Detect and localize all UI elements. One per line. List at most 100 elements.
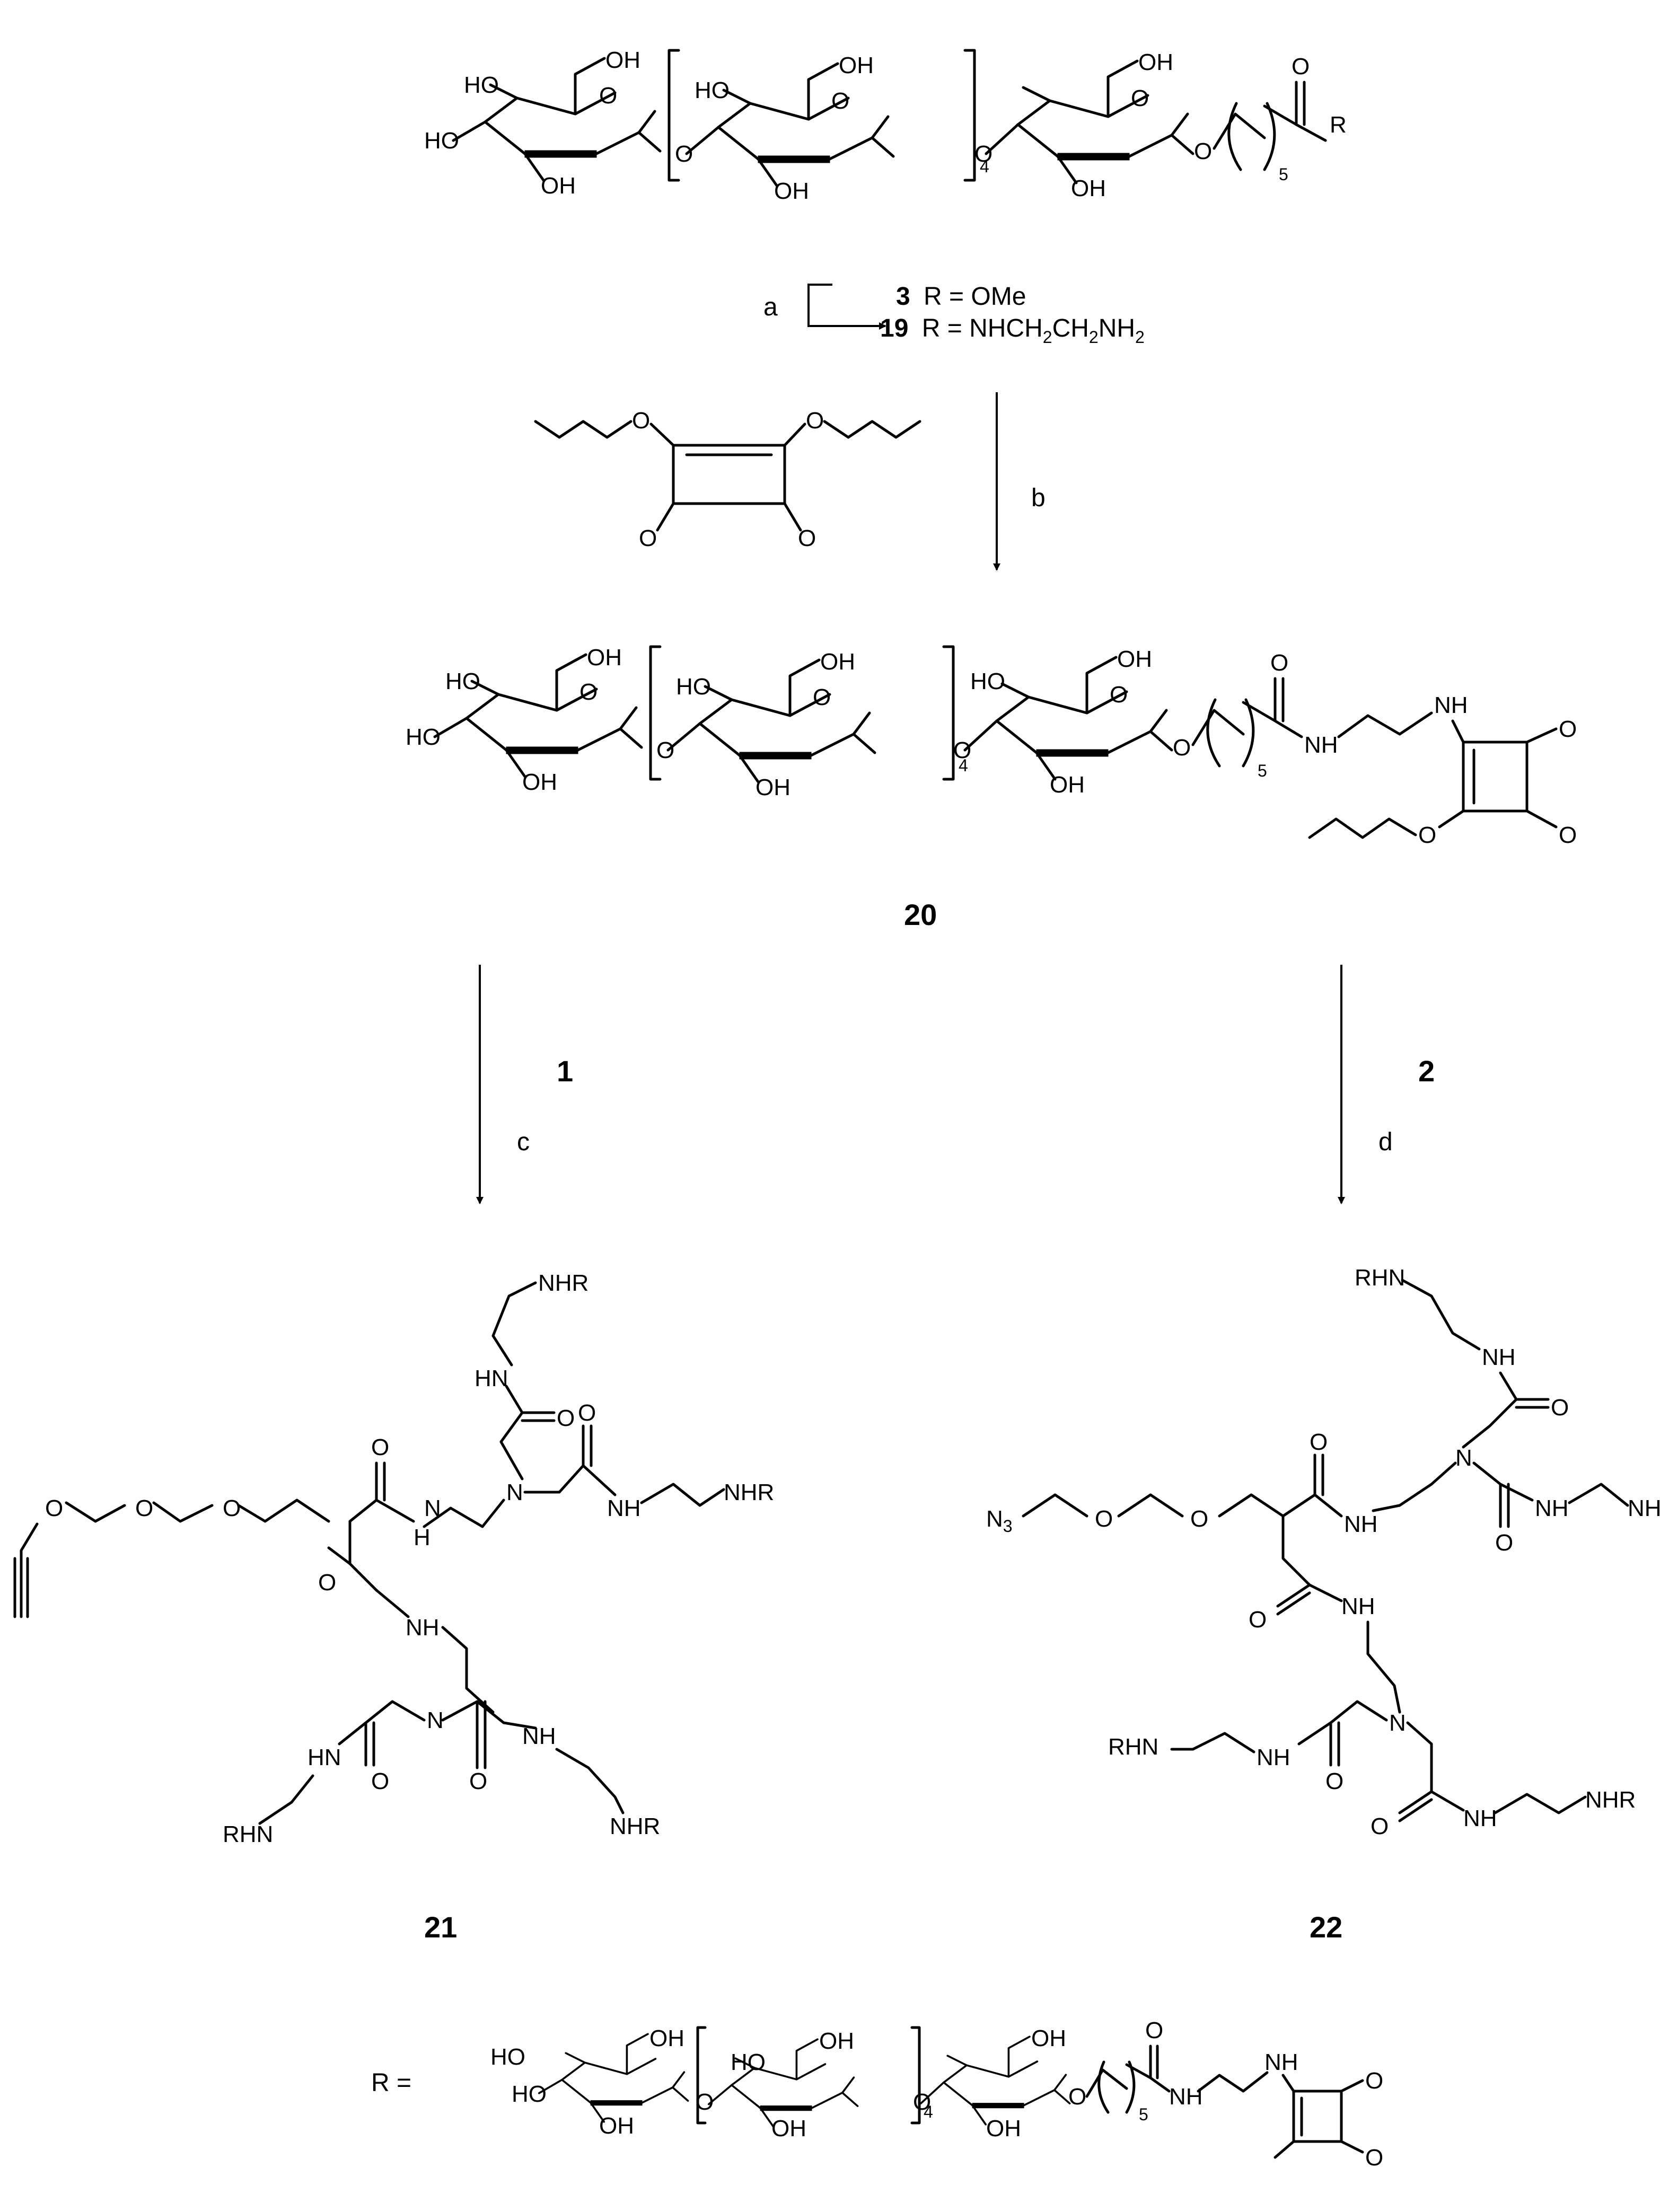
svg-text:HO: HO — [445, 668, 480, 694]
svg-text:O: O — [1190, 1506, 1208, 1532]
atom-oh: OH — [605, 47, 640, 73]
svg-text:O: O — [696, 2089, 714, 2115]
svg-text:O: O — [1173, 735, 1191, 761]
svg-text:O: O — [1495, 1530, 1513, 1556]
svg-text:N3: N3 — [986, 1506, 1013, 1536]
svg-text:O: O — [632, 408, 650, 434]
svg-text:RHN: RHN — [1108, 1734, 1158, 1760]
atom-o: O — [675, 141, 693, 167]
repeat-bracket-left — [667, 49, 680, 182]
atom-oh: OH — [839, 52, 874, 78]
svg-text:HO: HO — [512, 2081, 547, 2107]
svg-text:NH: NH — [1304, 732, 1338, 758]
svg-text:4: 4 — [959, 756, 968, 775]
svg-text:O: O — [223, 1495, 241, 1521]
glucose-unit-2 — [685, 62, 895, 187]
svg-text:O: O — [1145, 2017, 1163, 2043]
svg-text:OH: OH — [522, 769, 557, 795]
svg-text:O: O — [1095, 1506, 1113, 1532]
svg-text:O: O — [1365, 2068, 1383, 2094]
svg-text:O: O — [913, 2089, 931, 2115]
svg-text:4: 4 — [924, 2102, 933, 2121]
svg-text:O: O — [806, 408, 824, 434]
step-a: a 3 R = OMe 19 R = NHCH2CH2NH2 — [763, 283, 1145, 347]
svg-text:OH: OH — [986, 2116, 1021, 2142]
atom-ho: HO — [424, 128, 459, 154]
linker-chain — [1213, 112, 1266, 150]
step-a-letter: a — [763, 293, 778, 321]
svg-text:OH: OH — [820, 649, 855, 675]
svg-text:N: N — [506, 1479, 523, 1505]
svg-text:O: O — [798, 525, 816, 551]
svg-text:O: O — [1365, 2145, 1383, 2171]
step-d-reactant: 2 — [1418, 1054, 1435, 1088]
top-structure: OH O HO HO OH 4 O OH O HO OH — [424, 47, 1347, 204]
chain-subscript: 5 — [1279, 165, 1288, 184]
svg-text:O: O — [371, 1434, 389, 1460]
svg-text:O: O — [656, 737, 674, 763]
svg-text:HO: HO — [970, 668, 1005, 694]
svg-text:NH: NH — [522, 1723, 556, 1749]
compound-22-number: 22 — [1310, 1910, 1342, 1944]
svg-text:HO: HO — [406, 724, 441, 750]
svg-text:O: O — [371, 1768, 389, 1794]
svg-text:HO: HO — [676, 674, 711, 700]
svg-text:NH: NH — [1535, 1495, 1569, 1521]
svg-text:5: 5 — [1258, 761, 1267, 780]
step-c-letter: c — [517, 1128, 530, 1156]
svg-text:NH: NH — [1169, 2084, 1203, 2110]
atom-o: O — [1292, 54, 1310, 80]
compound-20-number: 20 — [904, 898, 937, 931]
svg-text:OH: OH — [819, 2028, 854, 2054]
svg-text:O: O — [1110, 682, 1128, 708]
atom-o: O — [599, 83, 617, 109]
squaric-acid-dibutyl-ester: O O O O — [534, 408, 921, 551]
svg-text:NH: NH — [1463, 1805, 1497, 1831]
svg-text:NHR: NHR — [610, 1813, 660, 1839]
svg-text:O: O — [1559, 716, 1577, 742]
glucose-unit-1 — [452, 57, 662, 182]
svg-text:O: O — [557, 1405, 575, 1431]
svg-text:OH: OH — [1117, 646, 1152, 672]
svg-text:O: O — [1325, 1768, 1343, 1794]
svg-text:OH: OH — [649, 2025, 684, 2051]
svg-text:RHN: RHN — [223, 1821, 273, 1847]
top-r-label: R — [1330, 112, 1347, 138]
svg-text:NHR: NHR — [1585, 1787, 1636, 1813]
paren-left — [1227, 102, 1242, 171]
svg-text:O: O — [135, 1495, 153, 1521]
svg-text:O: O — [639, 525, 657, 551]
atom-o: O — [831, 88, 849, 114]
svg-text:OH: OH — [1050, 772, 1085, 798]
atom-oh: OH — [1071, 175, 1106, 201]
svg-text:OH: OH — [1031, 2025, 1066, 2051]
atom-ho: HO — [464, 72, 499, 98]
svg-text:OH: OH — [587, 645, 622, 671]
atom-oh: OH — [1138, 49, 1173, 75]
svg-text:O: O — [318, 1570, 336, 1596]
compound-3-desc: R = OMe — [924, 283, 1026, 311]
svg-text:NH: NH — [1257, 1744, 1290, 1770]
svg-text:O: O — [579, 679, 598, 705]
svg-text:O: O — [1310, 1429, 1328, 1455]
svg-text:NH: NH — [1434, 692, 1468, 718]
compound-21-structure: NHR HN O N O NH NHR H N O O NH O O O — [13, 1270, 774, 1847]
carbonyl-chain — [1263, 81, 1298, 126]
svg-text:NH: NH — [607, 1495, 641, 1521]
svg-text:O: O — [813, 684, 831, 710]
svg-text:O: O — [1270, 650, 1288, 676]
svg-text:OH: OH — [756, 774, 791, 800]
svg-text:NH: NH — [1482, 1344, 1516, 1370]
svg-text:RHN: RHN — [1355, 1265, 1405, 1291]
svg-text:NH: NH — [1264, 2049, 1298, 2075]
compound-21-number: 21 — [424, 1910, 457, 1944]
r-definition-label: R = — [371, 2069, 411, 2097]
svg-text:H: H — [414, 1524, 431, 1550]
svg-text:O: O — [1418, 822, 1436, 848]
svg-text:N: N — [1389, 1710, 1406, 1736]
svg-text:O: O — [1249, 1607, 1267, 1633]
svg-text:NHR: NHR — [538, 1270, 589, 1296]
svg-text:OH: OH — [599, 2113, 634, 2139]
atom-oh: OH — [541, 173, 576, 199]
